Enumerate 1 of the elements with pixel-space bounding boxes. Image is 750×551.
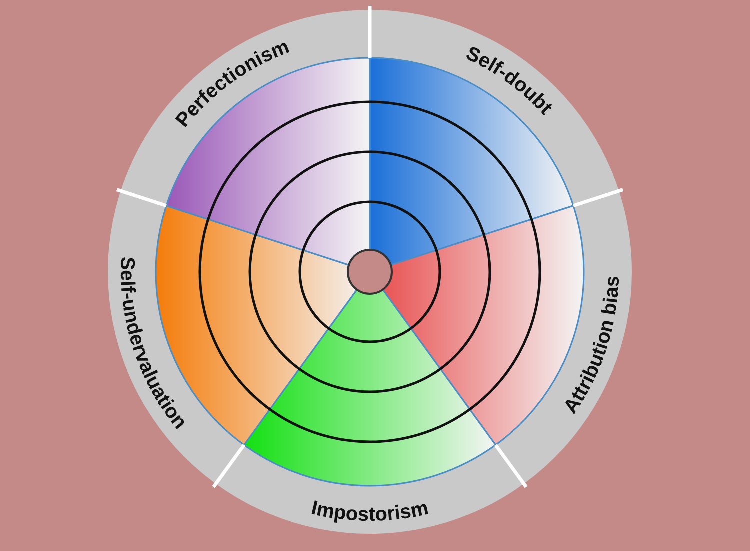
sector-label: Impostorism [309,497,431,526]
